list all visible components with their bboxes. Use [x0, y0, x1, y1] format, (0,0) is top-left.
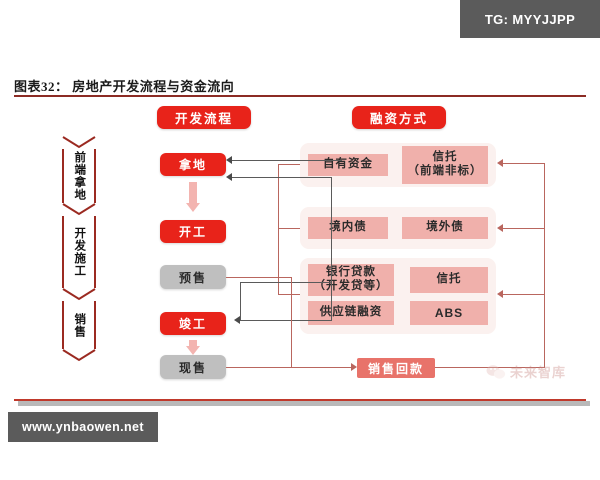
site-watermark-banner: www.ynbaowen.net: [8, 412, 158, 442]
process-step-yushou: 预售: [160, 265, 226, 289]
arrowhead-to-g1: [497, 159, 503, 167]
process-step-jungong: 竣工: [160, 312, 226, 335]
process-step-kaigong: 开工: [160, 220, 226, 243]
arrowhead-to-g2: [497, 224, 503, 232]
connector-to-jungong: [240, 320, 332, 322]
financing-group-2: 境内债 境外债: [300, 207, 496, 249]
stage-label: 前端拿地: [73, 151, 86, 201]
connector-to-nadi-lower: [232, 177, 332, 179]
arrowhead-to-jungong: [234, 316, 240, 324]
connector-yushou-out: [226, 277, 292, 279]
chevron-notch-bot-3: [62, 349, 96, 362]
financing-item-trust-frontend: 信托 （前端非标）: [402, 146, 488, 184]
connector-bus-to-g2: [503, 228, 545, 230]
chevron-notch-bot-2: [62, 288, 96, 301]
financing-item-bank-loan: 银行贷款 （开发贷等）: [308, 264, 394, 296]
stage-band-3: 销售: [62, 301, 96, 349]
connector-xianshou-to-sales: [226, 367, 351, 369]
chevron-notch-top-1: [62, 136, 96, 149]
flow-arrow-jungong-to-xianshou: [186, 340, 200, 355]
process-header-pill: 开发流程: [157, 106, 251, 129]
financing-group-3: 银行贷款 （开发贷等） 信托 供应链融资 ABS: [300, 258, 496, 334]
connector-left-bus: [278, 164, 280, 294]
arrowhead-to-nadi-upper: [226, 156, 232, 164]
arrowhead-into-sales-return: [351, 363, 357, 371]
connector-to-nadi-upper: [232, 160, 342, 162]
title-divider: [14, 95, 586, 97]
wechat-icon: [486, 364, 506, 380]
connector-g3-left: [278, 294, 300, 296]
financing-item-offshore-bond: 境外债: [402, 217, 488, 239]
connector-sales-right: [435, 367, 545, 369]
figure-title: 图表32： 房地产开发流程与资金流向: [14, 79, 235, 94]
financing-header-pill: 融资方式: [352, 106, 446, 129]
process-step-xianshou: 现售: [160, 355, 226, 379]
connector-bus-to-g3: [503, 294, 545, 296]
arrowhead-to-g3: [497, 290, 503, 298]
zhiku-watermark: 未来智库: [486, 362, 566, 381]
connector-g1-left: [278, 164, 300, 166]
sales-return-box: 销售回款: [357, 358, 435, 378]
connector-g2-left: [278, 228, 300, 230]
financing-item-abs: ABS: [410, 301, 488, 325]
connector-kaigong-branch: [240, 282, 332, 284]
stage-label: 开发施工: [73, 227, 86, 277]
stage-band-1: 前端拿地: [62, 149, 96, 203]
bottom-divider: [14, 399, 586, 401]
flow-arrow-nadi-to-kaigong: [186, 182, 200, 212]
zhiku-watermark-text: 未来智库: [510, 365, 567, 380]
connector-vertical-dark: [331, 177, 333, 321]
connector-vertical-dark-2: [240, 282, 242, 321]
connector-right-bus: [544, 163, 546, 368]
stage-band-2: 开发施工: [62, 216, 96, 288]
connector-yushou-down: [291, 277, 293, 368]
connector-bus-to-g1: [503, 163, 545, 165]
arrowhead-to-nadi-lower: [226, 173, 232, 181]
financing-item-own-funds: 自有资金: [308, 154, 388, 176]
tg-watermark-banner: TG: MYYJJPP: [460, 0, 600, 38]
bottom-divider-shadow: [18, 401, 590, 406]
stage-label: 销售: [73, 312, 86, 338]
chevron-notch-bot-1: [62, 203, 96, 216]
financing-item-trust: 信托: [410, 267, 488, 293]
financing-item-supply-chain: 供应链融资: [308, 301, 394, 325]
financing-group-1: 自有资金 信托 （前端非标）: [300, 143, 496, 187]
process-step-nadi: 拿地: [160, 153, 226, 176]
financing-item-domestic-bond: 境内债: [308, 217, 388, 239]
